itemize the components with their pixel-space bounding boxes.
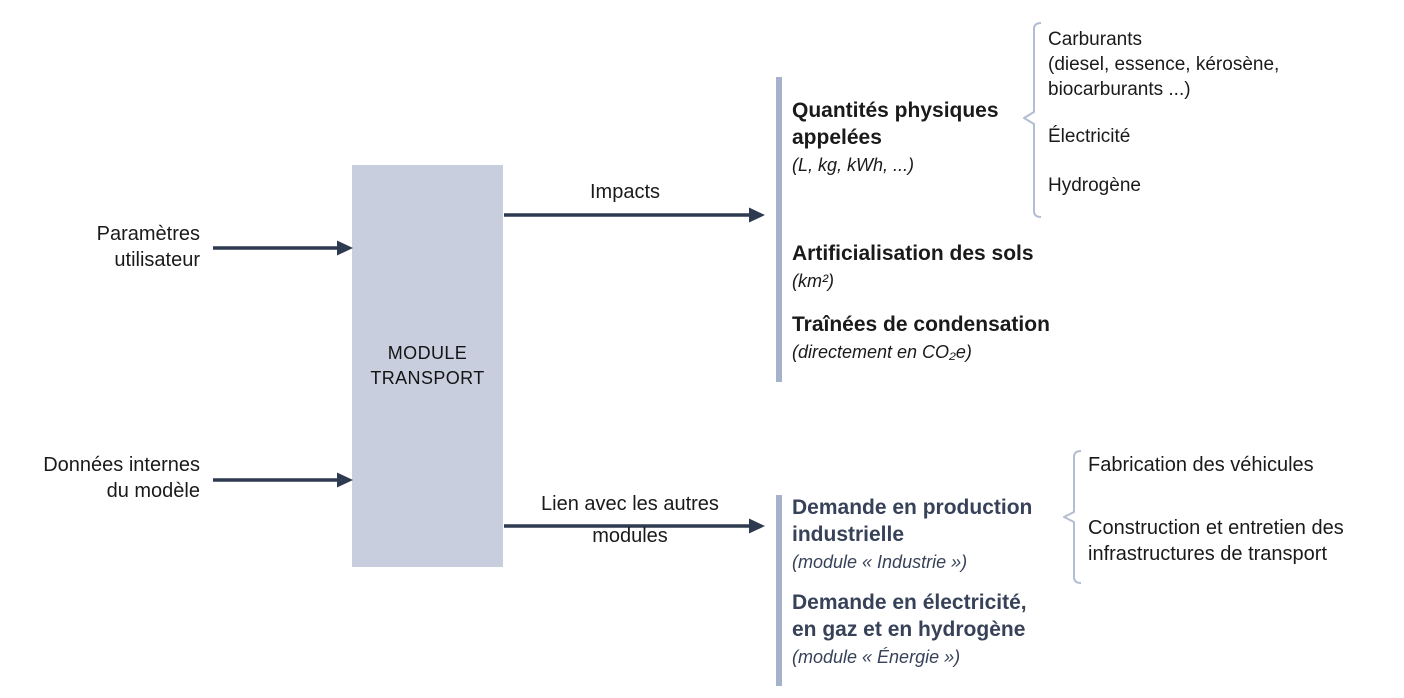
fuel-types-bracket: [1023, 22, 1042, 218]
industry-demand-module-ref: (module « Industrie »): [792, 552, 968, 572]
list-item-hydrogen: Hydrogène: [1048, 175, 1141, 196]
energy-demand-module-ref: (module « Énergie »): [792, 647, 961, 667]
industry-items-bracket: [1063, 450, 1082, 584]
user-params-line1: Paramètres: [96, 223, 200, 245]
input-label-internal-data: Données internes du modèle: [43, 452, 200, 504]
fuels-detail-line1: (diesel, essence, kérosène,: [1048, 54, 1280, 75]
fuels-title: Carburants: [1048, 29, 1142, 50]
user-params-line2: utilisateur: [114, 249, 200, 271]
industry-demand-line1: Demande en production: [792, 496, 1033, 519]
links-section-bar: [776, 495, 782, 686]
heading-contrails: Traînées de condensation (directement en…: [792, 311, 1050, 364]
list-item-fuels: Carburants (diesel, essence, kérosène, b…: [1048, 27, 1279, 102]
module-label-line1: MODULE: [387, 343, 468, 363]
list-item-infrastructure: Construction et entretien des infrastruc…: [1088, 515, 1344, 567]
heading-quantities: Quantités physiques appelées (L, kg, kWh…: [792, 97, 999, 177]
land-use-title: Artificialisation des sols: [792, 242, 1034, 265]
module-transport-box: MODULE TRANSPORT: [352, 165, 503, 567]
arrow-user-params: [213, 240, 353, 256]
arrow-impacts: [504, 207, 765, 223]
quantities-title-line2: appelées: [792, 126, 882, 149]
flow-label-links: Lien avec les autres modules: [527, 491, 733, 549]
internal-data-line1: Données internes: [43, 454, 200, 476]
flow-label-impacts: Impacts: [589, 181, 661, 203]
flow-links-line1: Lien avec les autres: [541, 493, 719, 515]
energy-demand-line2: en gaz et en hydrogène: [792, 618, 1026, 641]
module-label-line2: TRANSPORT: [370, 368, 485, 388]
infrastructure-line1: Construction et entretien des: [1088, 517, 1344, 539]
arrow-internal-data: [213, 472, 353, 488]
module-transport-label: MODULE TRANSPORT: [370, 341, 484, 391]
list-item-vehicle-manufacturing: Fabrication des véhicules: [1088, 454, 1314, 476]
contrails-title: Traînées de condensation: [792, 313, 1050, 336]
impacts-section-bar: [776, 77, 782, 382]
land-use-unit: (km²): [792, 271, 834, 291]
contrails-unit: (directement en CO₂e): [792, 342, 972, 362]
industry-demand-line2: industrielle: [792, 523, 905, 546]
quantities-title-line1: Quantités physiques: [792, 99, 999, 122]
energy-demand-line1: Demande en électricité,: [792, 591, 1027, 614]
internal-data-line2: du modèle: [106, 480, 200, 502]
input-label-user-params: Paramètres utilisateur: [97, 221, 200, 273]
quantities-unit: (L, kg, kWh, ...): [792, 155, 915, 175]
flow-links-line2: modules: [592, 525, 668, 547]
infrastructure-line2: infrastructures de transport: [1088, 543, 1327, 565]
fuels-detail-line2: biocarburants ...): [1048, 79, 1191, 100]
list-item-electricity: Électricité: [1048, 126, 1131, 147]
heading-land-use: Artificialisation des sols (km²): [792, 240, 1034, 293]
heading-industry-demand: Demande en production industrielle (modu…: [792, 494, 1032, 574]
heading-energy-demand: Demande en électricité, en gaz et en hyd…: [792, 589, 1027, 669]
